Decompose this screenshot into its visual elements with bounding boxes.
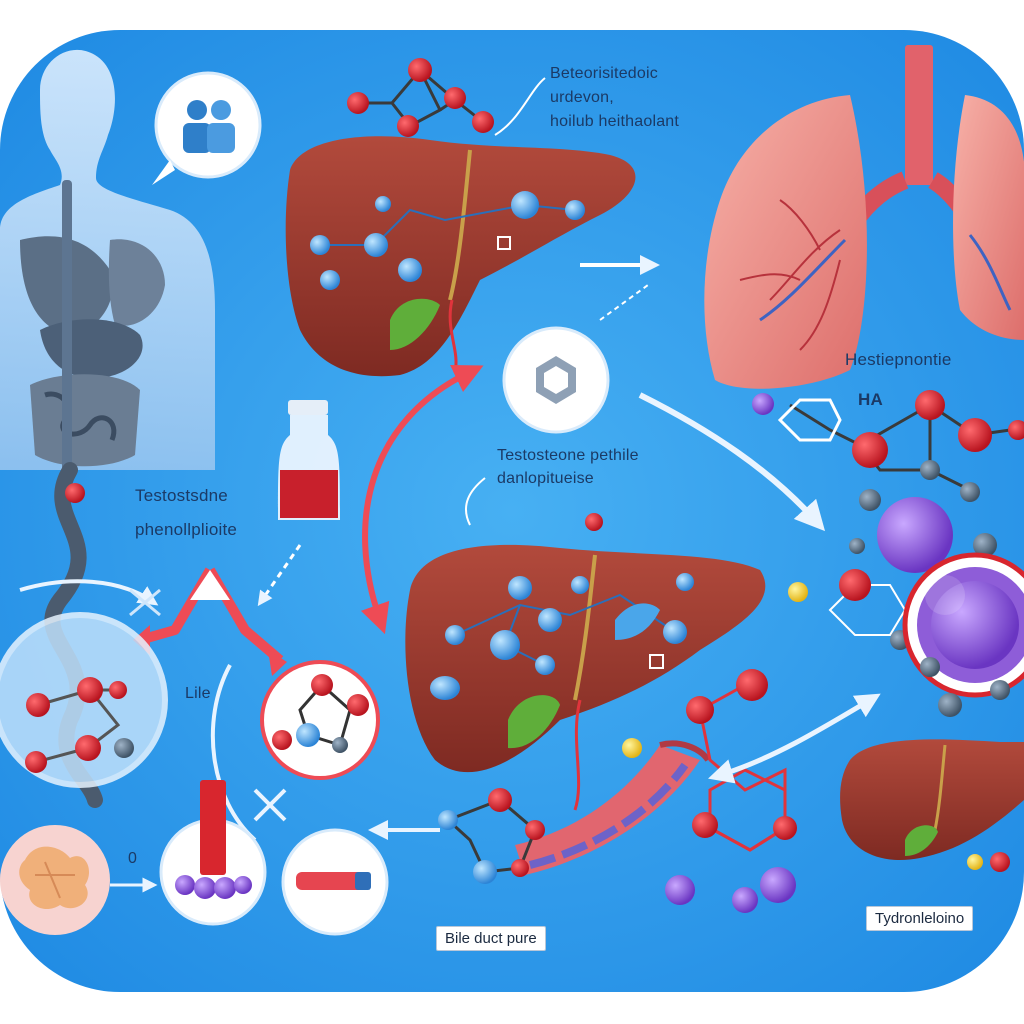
arrow-left-in bbox=[19, 579, 159, 606]
fat-tissue-icon bbox=[0, 825, 110, 935]
top-molecule bbox=[347, 58, 494, 137]
label-right-title: Hestiepnontie bbox=[845, 350, 952, 369]
red-cycle-arrow bbox=[360, 364, 484, 635]
human-figure bbox=[0, 49, 215, 808]
bottom-right-liver bbox=[840, 739, 1024, 872]
label-center-line2: danlopitueise bbox=[497, 470, 594, 487]
left-circle-molecule bbox=[0, 483, 168, 788]
cell-icon bbox=[502, 326, 610, 434]
label-top-line3: hoilub heithaolant bbox=[550, 113, 680, 130]
center-liver bbox=[405, 513, 766, 811]
dashed-arrow-left bbox=[257, 544, 302, 607]
label-zero: 0 bbox=[128, 850, 138, 867]
bile-duct bbox=[515, 740, 711, 875]
callout-line-top bbox=[494, 77, 546, 136]
label-center-line1: Testosteone pethile bbox=[497, 447, 639, 464]
cylinder-icon bbox=[159, 780, 267, 926]
blood-vial bbox=[278, 400, 340, 520]
label-lie: Lile bbox=[185, 685, 211, 702]
label-right-box: Tydronleloino bbox=[866, 906, 974, 931]
top-liver bbox=[285, 136, 636, 377]
label-left-line2: phenollplioite bbox=[135, 520, 238, 539]
arrow-to-right-molecule bbox=[638, 392, 826, 532]
tube-icon bbox=[281, 828, 389, 936]
cross-mark bbox=[253, 788, 287, 822]
label-top-line2: urdevon, bbox=[550, 89, 614, 106]
white-arc bbox=[210, 664, 257, 842]
bottom-molecule bbox=[438, 788, 545, 884]
cell-circle bbox=[902, 552, 1024, 717]
label-ha: HA bbox=[858, 390, 883, 409]
people-icon bbox=[152, 71, 262, 185]
label-bile-duct: Bile duct pure bbox=[436, 926, 546, 951]
red-branch-arrow bbox=[133, 567, 287, 676]
cross-mark-left bbox=[129, 588, 161, 617]
callout-line-center bbox=[465, 477, 486, 526]
right-molecule-cluster bbox=[752, 390, 1024, 650]
dashed-arrow-top bbox=[599, 284, 649, 321]
double-arrow-right bbox=[708, 693, 881, 784]
lungs bbox=[704, 45, 1024, 389]
label-left-line1: Testostsdne bbox=[135, 486, 228, 505]
ring-molecule bbox=[260, 660, 380, 780]
label-top-line1: Beteorisitedoic bbox=[550, 65, 658, 82]
